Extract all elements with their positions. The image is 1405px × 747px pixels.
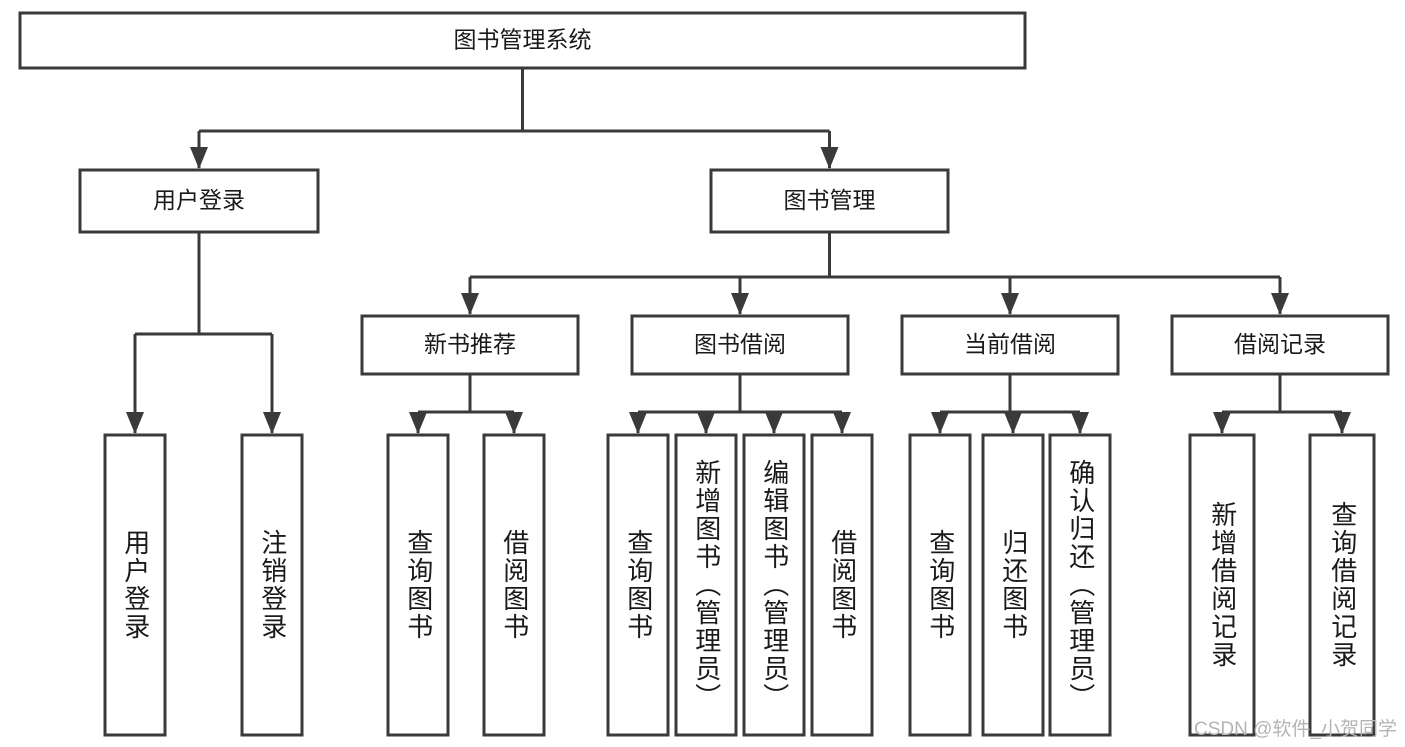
root-node-box bbox=[18, 11, 1027, 70]
leaf-node-8-box bbox=[908, 433, 972, 737]
leaf-node-11-box bbox=[1188, 433, 1256, 737]
level3-node-0-label: 新书推荐 bbox=[424, 331, 516, 357]
level2-node-0-box bbox=[78, 168, 320, 234]
arrow-head-icon bbox=[1213, 412, 1231, 434]
watermark: CSDN @软件_小贺同学 bbox=[1194, 719, 1397, 740]
leaf-node-12-box bbox=[1308, 433, 1376, 737]
arrow-head-icon bbox=[505, 412, 523, 434]
connector-lines bbox=[126, 68, 1351, 434]
root-node-label: 图书管理系统 bbox=[454, 27, 592, 53]
arrow-head-icon bbox=[731, 293, 749, 315]
level3-node-1-box bbox=[630, 314, 850, 376]
arrow-head-icon bbox=[1071, 412, 1089, 434]
level2-node-0-label: 用户登录 bbox=[153, 187, 245, 213]
leaf-node-1-box bbox=[240, 433, 304, 737]
level3-node-2-box bbox=[900, 314, 1120, 376]
level3-node-1-label: 图书借阅 bbox=[694, 331, 786, 357]
level3-node-3-label: 借阅记录 bbox=[1234, 331, 1326, 357]
level3-node-2-label: 当前借阅 bbox=[964, 331, 1056, 357]
arrow-head-icon bbox=[1271, 293, 1289, 315]
level2-node-1-box bbox=[709, 168, 950, 234]
arrow-head-icon bbox=[409, 412, 427, 434]
leaf-node-5-box bbox=[674, 433, 738, 737]
leaf-node-2-box bbox=[386, 433, 450, 737]
arrow-head-icon bbox=[629, 412, 647, 434]
leaf-node-7-box bbox=[810, 433, 874, 737]
level3-node-0-box bbox=[360, 314, 580, 376]
node-boxes bbox=[18, 11, 1390, 737]
level3-node-3-box bbox=[1170, 314, 1390, 376]
leaf-node-10-box bbox=[1048, 433, 1112, 737]
arrow-head-icon bbox=[461, 293, 479, 315]
arrow-head-icon bbox=[697, 412, 715, 434]
arrow-head-icon bbox=[263, 412, 281, 434]
level2-node-1-label: 图书管理 bbox=[784, 187, 876, 213]
leaf-node-9-box bbox=[981, 433, 1045, 737]
arrow-head-icon bbox=[765, 412, 783, 434]
arrow-head-icon bbox=[931, 412, 949, 434]
arrow-head-icon bbox=[190, 147, 208, 169]
arrow-head-icon bbox=[126, 412, 144, 434]
leaf-node-3-box bbox=[482, 433, 546, 737]
arrow-head-icon bbox=[1333, 412, 1351, 434]
arrow-head-icon bbox=[820, 147, 839, 169]
leaf-node-4-box bbox=[606, 433, 670, 737]
arrow-head-icon bbox=[833, 412, 851, 434]
leaf-node-6-box bbox=[742, 433, 806, 737]
arrow-head-icon bbox=[1004, 412, 1022, 434]
arrow-head-icon bbox=[1001, 293, 1019, 315]
leaf-node-0-box bbox=[103, 433, 167, 737]
